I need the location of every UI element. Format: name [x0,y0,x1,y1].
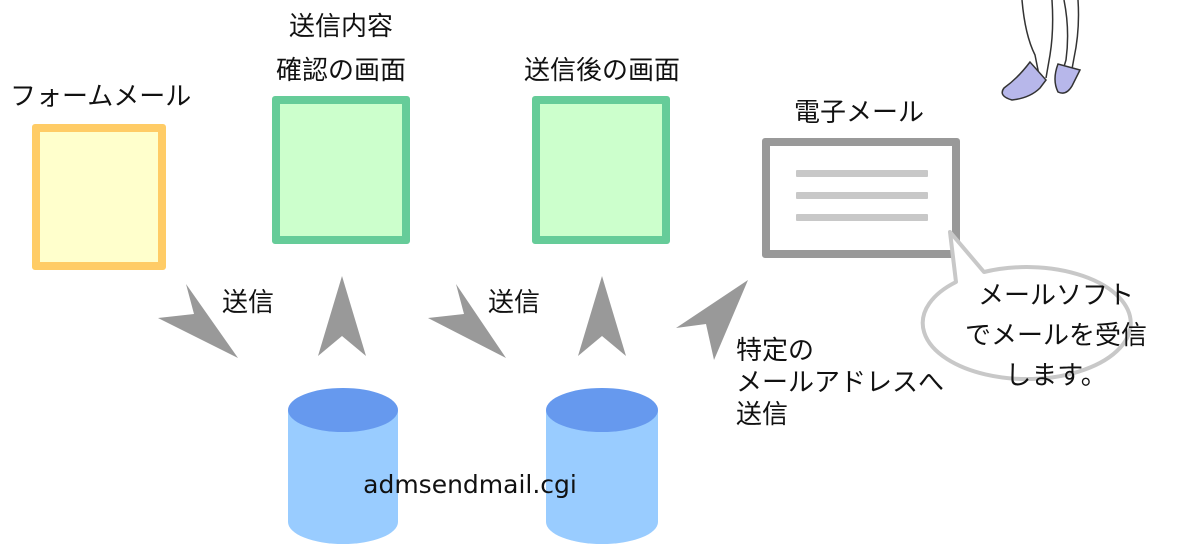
bubble-line-3: します。 [1005,361,1107,391]
specific-address-line2: メールアドレスへ [736,368,945,398]
speech-bubble-shape [920,230,1133,382]
email-text-line [796,192,928,199]
cgi-name-label: admsendmail.cgi [363,470,577,499]
confirm-screen-label-line1: 送信内容 [288,12,393,42]
cgi-cylinder-1 [288,388,398,544]
arrow-confirm-to-cgi [428,284,506,358]
bubble-line-2: でメールを受信 [964,321,1147,351]
email-text-line [796,214,928,221]
arrow-cgi-to-confirm [318,276,366,356]
form-mail-label: フォームメール [10,82,192,112]
arrow-cgi-to-after [578,276,626,356]
after-send-screen-label: 送信後の画面 [523,56,680,86]
specific-address-line3: 送信 [736,400,789,430]
speech-bubble-text: メールソフト でメールを受信 します。 [946,276,1166,396]
send-label-1: 送信 [222,288,275,318]
bubble-line-1: メールソフト [977,281,1134,311]
specific-address-line1: 特定の [736,336,815,366]
confirm-screen [272,96,410,244]
form-mail-screen [32,124,166,270]
arrow-form-to-cgi [158,284,238,358]
confirm-screen-label-line2: 確認の画面 [275,56,406,86]
after-send-screen [532,96,670,244]
woman-figure [1021,0,1080,81]
email-label: 電子メール [794,98,925,128]
arrow-cgi-to-email [676,280,748,360]
email-text-line [796,170,928,177]
woman-shoes [1001,60,1082,101]
send-label-2: 送信 [488,288,541,318]
email-document [762,138,960,258]
cgi-cylinder-2 [546,388,658,544]
